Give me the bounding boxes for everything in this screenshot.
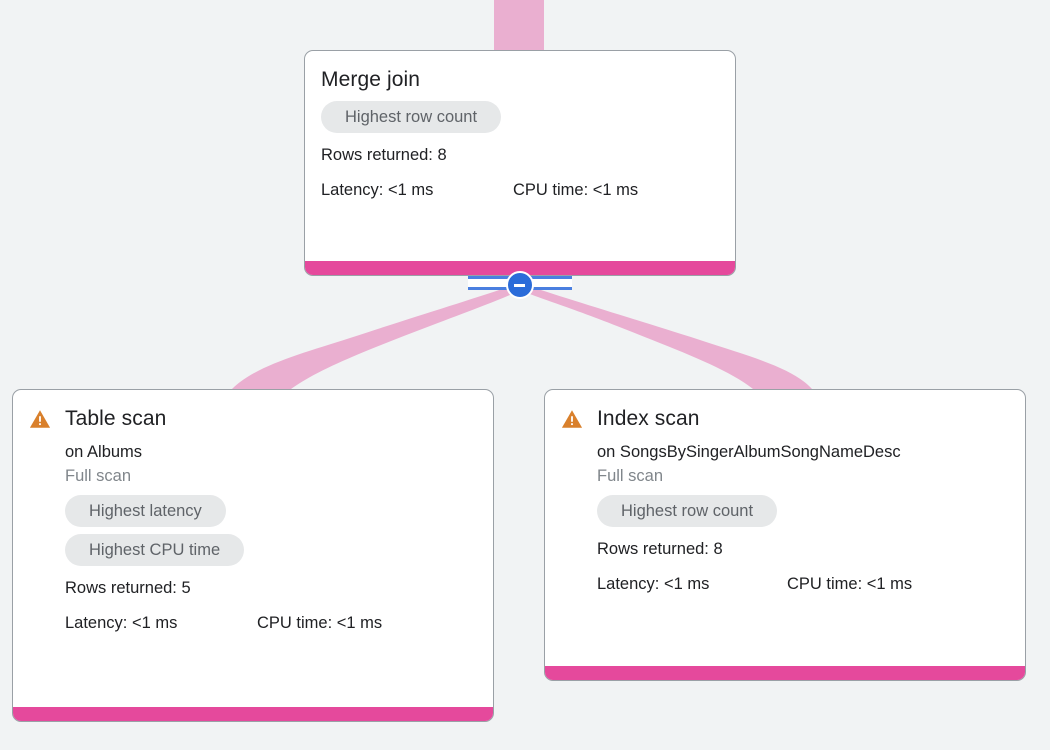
node-title: Table scan [65, 407, 167, 430]
node-accent-footer [13, 707, 493, 721]
metric-cpu-time-label: CPU time: <1 ms [513, 181, 639, 199]
node-accent-footer [305, 261, 735, 275]
node-metrics: Latency: <1 ms CPU time: <1 ms [65, 613, 477, 634]
node-body: Index scan on SongsBySingerAlbumSongName… [545, 390, 1025, 605]
metric-latency: Latency: <1 ms [597, 574, 787, 595]
node-accent-footer [545, 666, 1025, 680]
node-chip-list: Highest row count [321, 101, 719, 140]
plan-node-index-scan[interactable]: Index scan on SongsBySingerAlbumSongName… [544, 389, 1026, 681]
collapse-node-toggle[interactable] [468, 271, 572, 299]
chip-row: Highest latency [65, 495, 477, 534]
node-chip-list: Highest latency Highest CPU time [65, 495, 477, 573]
node-body: Merge join Highest row count Rows return… [305, 51, 735, 211]
metric-latency-label: Latency: <1 ms [65, 614, 178, 632]
warning-triangle-icon [561, 408, 583, 430]
plan-node-merge-join[interactable]: Merge join Highest row count Rows return… [304, 50, 736, 276]
node-metrics: Latency: <1 ms CPU time: <1 ms [321, 180, 719, 201]
edge-merge-to-index-scan [520, 283, 812, 389]
edge-stem-top [494, 0, 544, 52]
metric-latency-label: Latency: <1 ms [321, 181, 434, 199]
chip-row: Highest row count [597, 495, 1009, 534]
node-chip-list: Highest row count [597, 495, 1009, 534]
node-metrics: Latency: <1 ms CPU time: <1 ms [597, 574, 1009, 595]
node-body: Table scan on Albums Full scan Highest l… [13, 390, 493, 644]
node-header: Index scan on SongsBySingerAlbumSongName… [561, 406, 1009, 595]
rows-returned-label: Rows returned: 8 [597, 540, 723, 558]
node-header-text: Index scan on SongsBySingerAlbumSongName… [597, 406, 1009, 595]
chip-highest-row-count: Highest row count [321, 101, 502, 133]
node-scan-type: Full scan [65, 467, 132, 485]
metric-cpu-time-label: CPU time: <1 ms [787, 575, 913, 593]
node-header: Table scan on Albums Full scan Highest l… [29, 406, 477, 634]
chip-row: Highest CPU time [65, 534, 477, 573]
chip-row: Highest row count [321, 101, 719, 140]
rows-returned-label: Rows returned: 8 [321, 146, 447, 164]
metric-cpu-time-label: CPU time: <1 ms [257, 614, 383, 632]
node-scan-type: Full scan [597, 467, 664, 485]
chip-highest-row-count: Highest row count [597, 495, 778, 527]
warning-triangle-icon [29, 408, 51, 430]
minus-circle-icon[interactable] [506, 271, 534, 299]
chip-highest-latency: Highest latency [65, 495, 226, 527]
chip-highest-cpu-time: Highest CPU time [65, 534, 245, 566]
metric-cpu-time: CPU time: <1 ms [787, 574, 912, 595]
metric-cpu-time: CPU time: <1 ms [257, 613, 382, 634]
metric-latency: Latency: <1 ms [321, 180, 513, 201]
edge-merge-to-table-scan [232, 283, 520, 389]
node-subtitle: on Albums [65, 443, 143, 461]
minus-glyph [514, 284, 525, 287]
node-title: Merge join [321, 68, 421, 91]
metric-cpu-time: CPU time: <1 ms [513, 180, 638, 201]
node-header-text: Table scan on Albums Full scan Highest l… [65, 406, 477, 634]
node-header-text: Merge join [321, 67, 719, 93]
rows-returned-label: Rows returned: 5 [65, 579, 191, 597]
node-title: Index scan [597, 407, 700, 430]
metric-latency-label: Latency: <1 ms [597, 575, 710, 593]
metric-latency: Latency: <1 ms [65, 613, 257, 634]
node-subtitle: on SongsBySingerAlbumSongNameDesc [597, 443, 901, 461]
plan-node-table-scan[interactable]: Table scan on Albums Full scan Highest l… [12, 389, 494, 722]
node-header: Merge join [321, 67, 719, 93]
